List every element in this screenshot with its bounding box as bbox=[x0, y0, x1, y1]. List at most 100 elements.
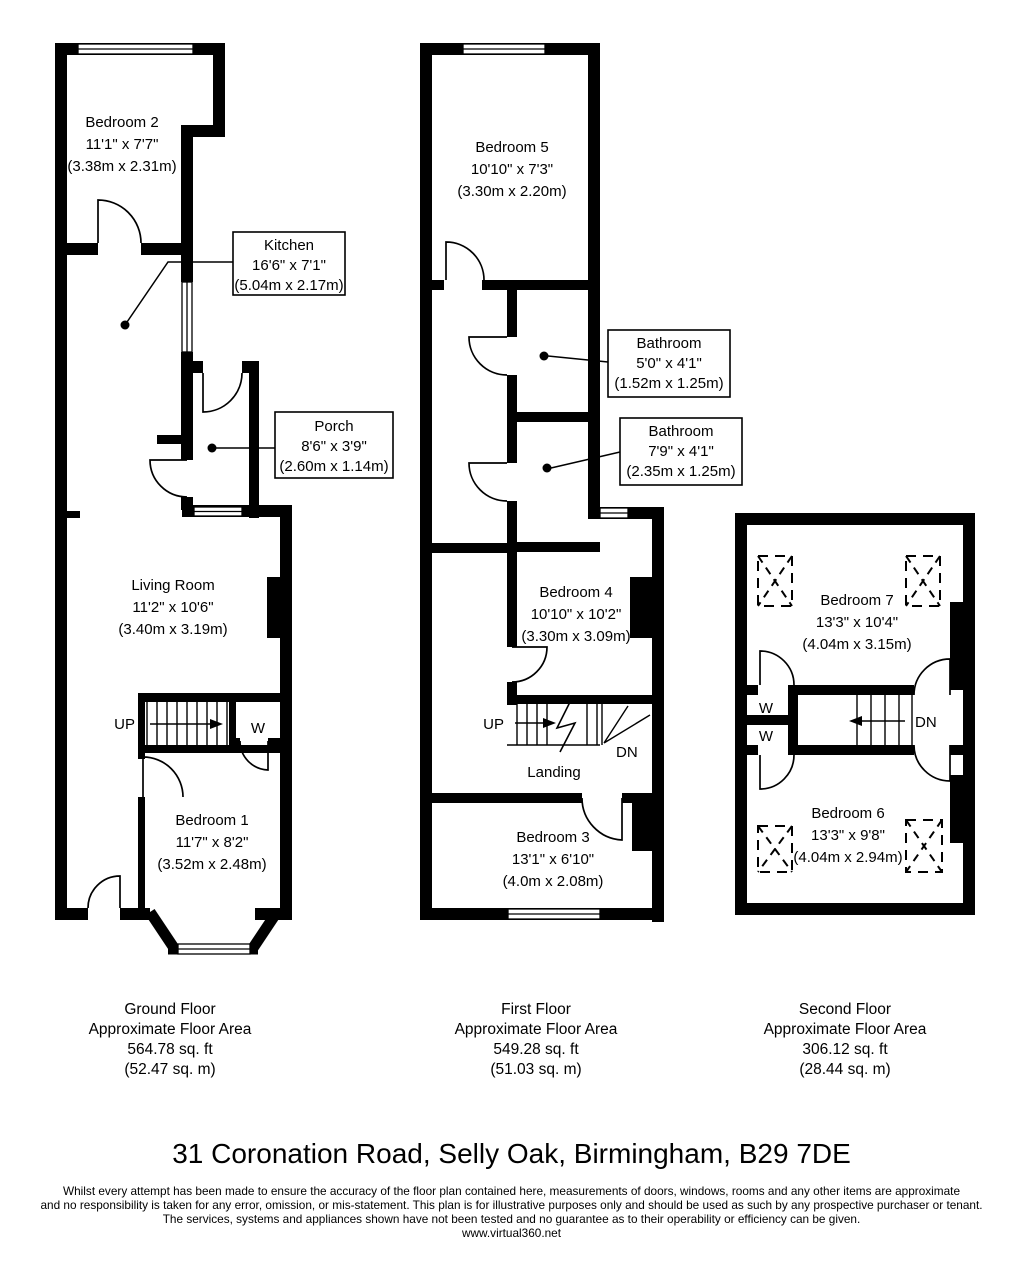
bedroom3-size-imperial: 13'1" x 6'10" bbox=[512, 851, 594, 868]
bedroom1-size-metric: (3.52m x 2.48m) bbox=[157, 856, 266, 873]
bedroom1-label: Bedroom 1 bbox=[175, 812, 248, 829]
kitchen-callout-box bbox=[232, 231, 346, 296]
bedroom6-size-metric: (4.04m x 2.94m) bbox=[793, 849, 902, 866]
kitchen-size-metric: (5.04m x 2.17m) bbox=[234, 277, 343, 294]
bedroom2-size-imperial: 11'1" x 7'7" bbox=[86, 136, 159, 153]
floorplan-drawing: Bedroom 2 11'1" x 7'7" (3.38m x 2.31m) K… bbox=[55, 43, 975, 955]
bedroom1-door bbox=[142, 756, 184, 798]
wardrobe-top-door bbox=[759, 650, 795, 686]
kitchen-label: Kitchen bbox=[264, 237, 314, 254]
bathroom-large-size-metric: (2.35m x 1.25m) bbox=[626, 463, 735, 480]
ground-floor-doors bbox=[87, 199, 269, 909]
wardrobe-label-ground: W bbox=[251, 720, 266, 737]
bedroom3-door bbox=[581, 797, 623, 841]
ground-floor-summary-sqft: 564.78 sq. ft bbox=[127, 1041, 213, 1058]
bathroom-large-marker-dot bbox=[542, 463, 552, 473]
second-floor-stairs bbox=[849, 695, 913, 745]
bathroom-large-callout-box bbox=[619, 417, 743, 486]
ground-floor-stairs bbox=[146, 702, 228, 745]
skylight-bedroom6-right bbox=[905, 819, 943, 873]
second-floor-summary: Second Floor Approximate Floor Area 306.… bbox=[695, 1000, 995, 1080]
bedroom3-size-metric: (4.0m x 2.08m) bbox=[503, 873, 604, 890]
bedroom4-size-metric: (3.30m x 3.09m) bbox=[521, 628, 630, 645]
disclaimer-line-2: and no responsibility is taken for any e… bbox=[40, 1198, 983, 1212]
bathroom-large-leader-line bbox=[550, 451, 621, 469]
bedroom1-size-imperial: 11'7" x 8'2" bbox=[176, 834, 249, 851]
website-url: www.virtual360.net bbox=[461, 1226, 561, 1240]
dn-label-first: DN bbox=[616, 744, 638, 761]
dn-label-second: DN bbox=[915, 714, 937, 731]
bathroom-small-marker-dot bbox=[539, 351, 549, 361]
skylight-bedroom7-left bbox=[757, 555, 793, 607]
rear-exterior-door bbox=[87, 875, 121, 909]
bathroom-small-door bbox=[468, 336, 508, 376]
up-arrow-first bbox=[543, 718, 556, 728]
ground-floor-summary-area-label: Approximate Floor Area bbox=[88, 1021, 252, 1038]
bathroom-large-size-imperial: 7'9" x 4'1" bbox=[648, 443, 714, 460]
wardrobe-door-ground bbox=[239, 740, 269, 771]
kitchen-leader-line bbox=[124, 261, 233, 326]
living-room-label: Living Room bbox=[131, 577, 214, 594]
kitchen-size-imperial: 16'6" x 7'1" bbox=[252, 257, 326, 274]
wardrobe-top-label: W bbox=[759, 700, 774, 717]
bathroom-small-size-imperial: 5'0" x 4'1" bbox=[636, 355, 702, 372]
bathroom-small-size-metric: (1.52m x 1.25m) bbox=[614, 375, 723, 392]
bedroom7-size-metric: (4.04m x 3.15m) bbox=[802, 636, 911, 653]
landing-label: Landing bbox=[527, 764, 580, 781]
first-floor-summary-sqm: (51.03 sq. m) bbox=[490, 1061, 582, 1078]
first-floor-stairs bbox=[507, 697, 651, 753]
bedroom4-door bbox=[511, 646, 548, 683]
first-floor-doors bbox=[445, 241, 623, 841]
disclaimer-line-3: The services, systems and appliances sho… bbox=[162, 1212, 861, 1226]
skylight-bedroom6-left bbox=[757, 825, 793, 873]
bedroom3-label: Bedroom 3 bbox=[516, 829, 589, 846]
second-floor-plan: Bedroom 7 13'3" x 10'4" (4.04m x 3.15m) … bbox=[735, 513, 975, 915]
second-floor-summary-sqft: 306.12 sq. ft bbox=[802, 1041, 888, 1058]
bedroom6-door bbox=[913, 744, 951, 782]
disclaimer-line-1: Whilst every attempt has been made to en… bbox=[62, 1184, 961, 1198]
second-floor-summary-name: Second Floor bbox=[798, 1001, 892, 1018]
porch-size-imperial: 8'6" x 3'9" bbox=[301, 438, 367, 455]
ground-floor-windows bbox=[77, 43, 251, 955]
wardrobe-bottom-door bbox=[759, 754, 795, 790]
up-label-ground: UP bbox=[114, 716, 135, 733]
skylight-bedroom7-right bbox=[905, 555, 941, 607]
bedroom7-label: Bedroom 7 bbox=[820, 592, 893, 609]
ground-floor-plan: Bedroom 2 11'1" x 7'7" (3.38m x 2.31m) K… bbox=[55, 43, 394, 955]
first-floor-summary-name: First Floor bbox=[501, 1001, 571, 1018]
first-floor-summary-area-label: Approximate Floor Area bbox=[454, 1021, 618, 1038]
wardrobe-bottom-label: W bbox=[759, 728, 774, 745]
bedroom7-size-imperial: 13'3" x 10'4" bbox=[816, 614, 898, 631]
bedroom5-label: Bedroom 5 bbox=[475, 139, 548, 156]
bedroom5-size-metric: (3.30m x 2.20m) bbox=[457, 183, 566, 200]
bedroom2-label: Bedroom 2 bbox=[85, 114, 158, 131]
porch-callout-box bbox=[274, 411, 394, 479]
bedroom7-door bbox=[913, 658, 951, 696]
bedroom6-label: Bedroom 6 bbox=[811, 805, 884, 822]
dn-arrow-second bbox=[849, 716, 862, 726]
hall-door bbox=[149, 459, 188, 498]
ground-floor-walls bbox=[55, 43, 292, 920]
first-floor-walls bbox=[420, 43, 664, 922]
disclaimer-text: Whilst every attempt has been made to en… bbox=[0, 1184, 1023, 1240]
porch-marker-dot bbox=[207, 443, 217, 453]
first-floor-summary-sqft: 549.28 sq. ft bbox=[493, 1041, 579, 1058]
second-floor-summary-area-label: Approximate Floor Area bbox=[763, 1021, 927, 1038]
porch-label: Porch bbox=[314, 418, 353, 435]
bedroom5-size-imperial: 10'10" x 7'3" bbox=[471, 161, 553, 178]
bedroom2-size-metric: (3.38m x 2.31m) bbox=[67, 158, 176, 175]
living-room-size-imperial: 11'2" x 10'6" bbox=[132, 599, 213, 616]
porch-entry-door bbox=[202, 372, 243, 413]
second-floor-doors bbox=[759, 650, 951, 790]
bedroom4-label: Bedroom 4 bbox=[539, 584, 612, 601]
property-address: 31 Coronation Road, Selly Oak, Birmingha… bbox=[172, 1138, 851, 1169]
up-arrow-ground bbox=[210, 719, 223, 729]
first-floor-plan: Bedroom 5 10'10" x 7'3" (3.30m x 2.20m) … bbox=[420, 43, 743, 922]
first-floor-summary: First Floor Approximate Floor Area 549.2… bbox=[386, 1000, 686, 1080]
bedroom6-size-imperial: 13'3" x 9'8" bbox=[811, 827, 885, 844]
bedroom4-size-imperial: 10'10" x 10'2" bbox=[531, 606, 622, 623]
bathroom-small-leader-line bbox=[547, 355, 609, 363]
skylight-symbols bbox=[757, 555, 943, 873]
bathroom-small-label: Bathroom bbox=[636, 335, 701, 352]
